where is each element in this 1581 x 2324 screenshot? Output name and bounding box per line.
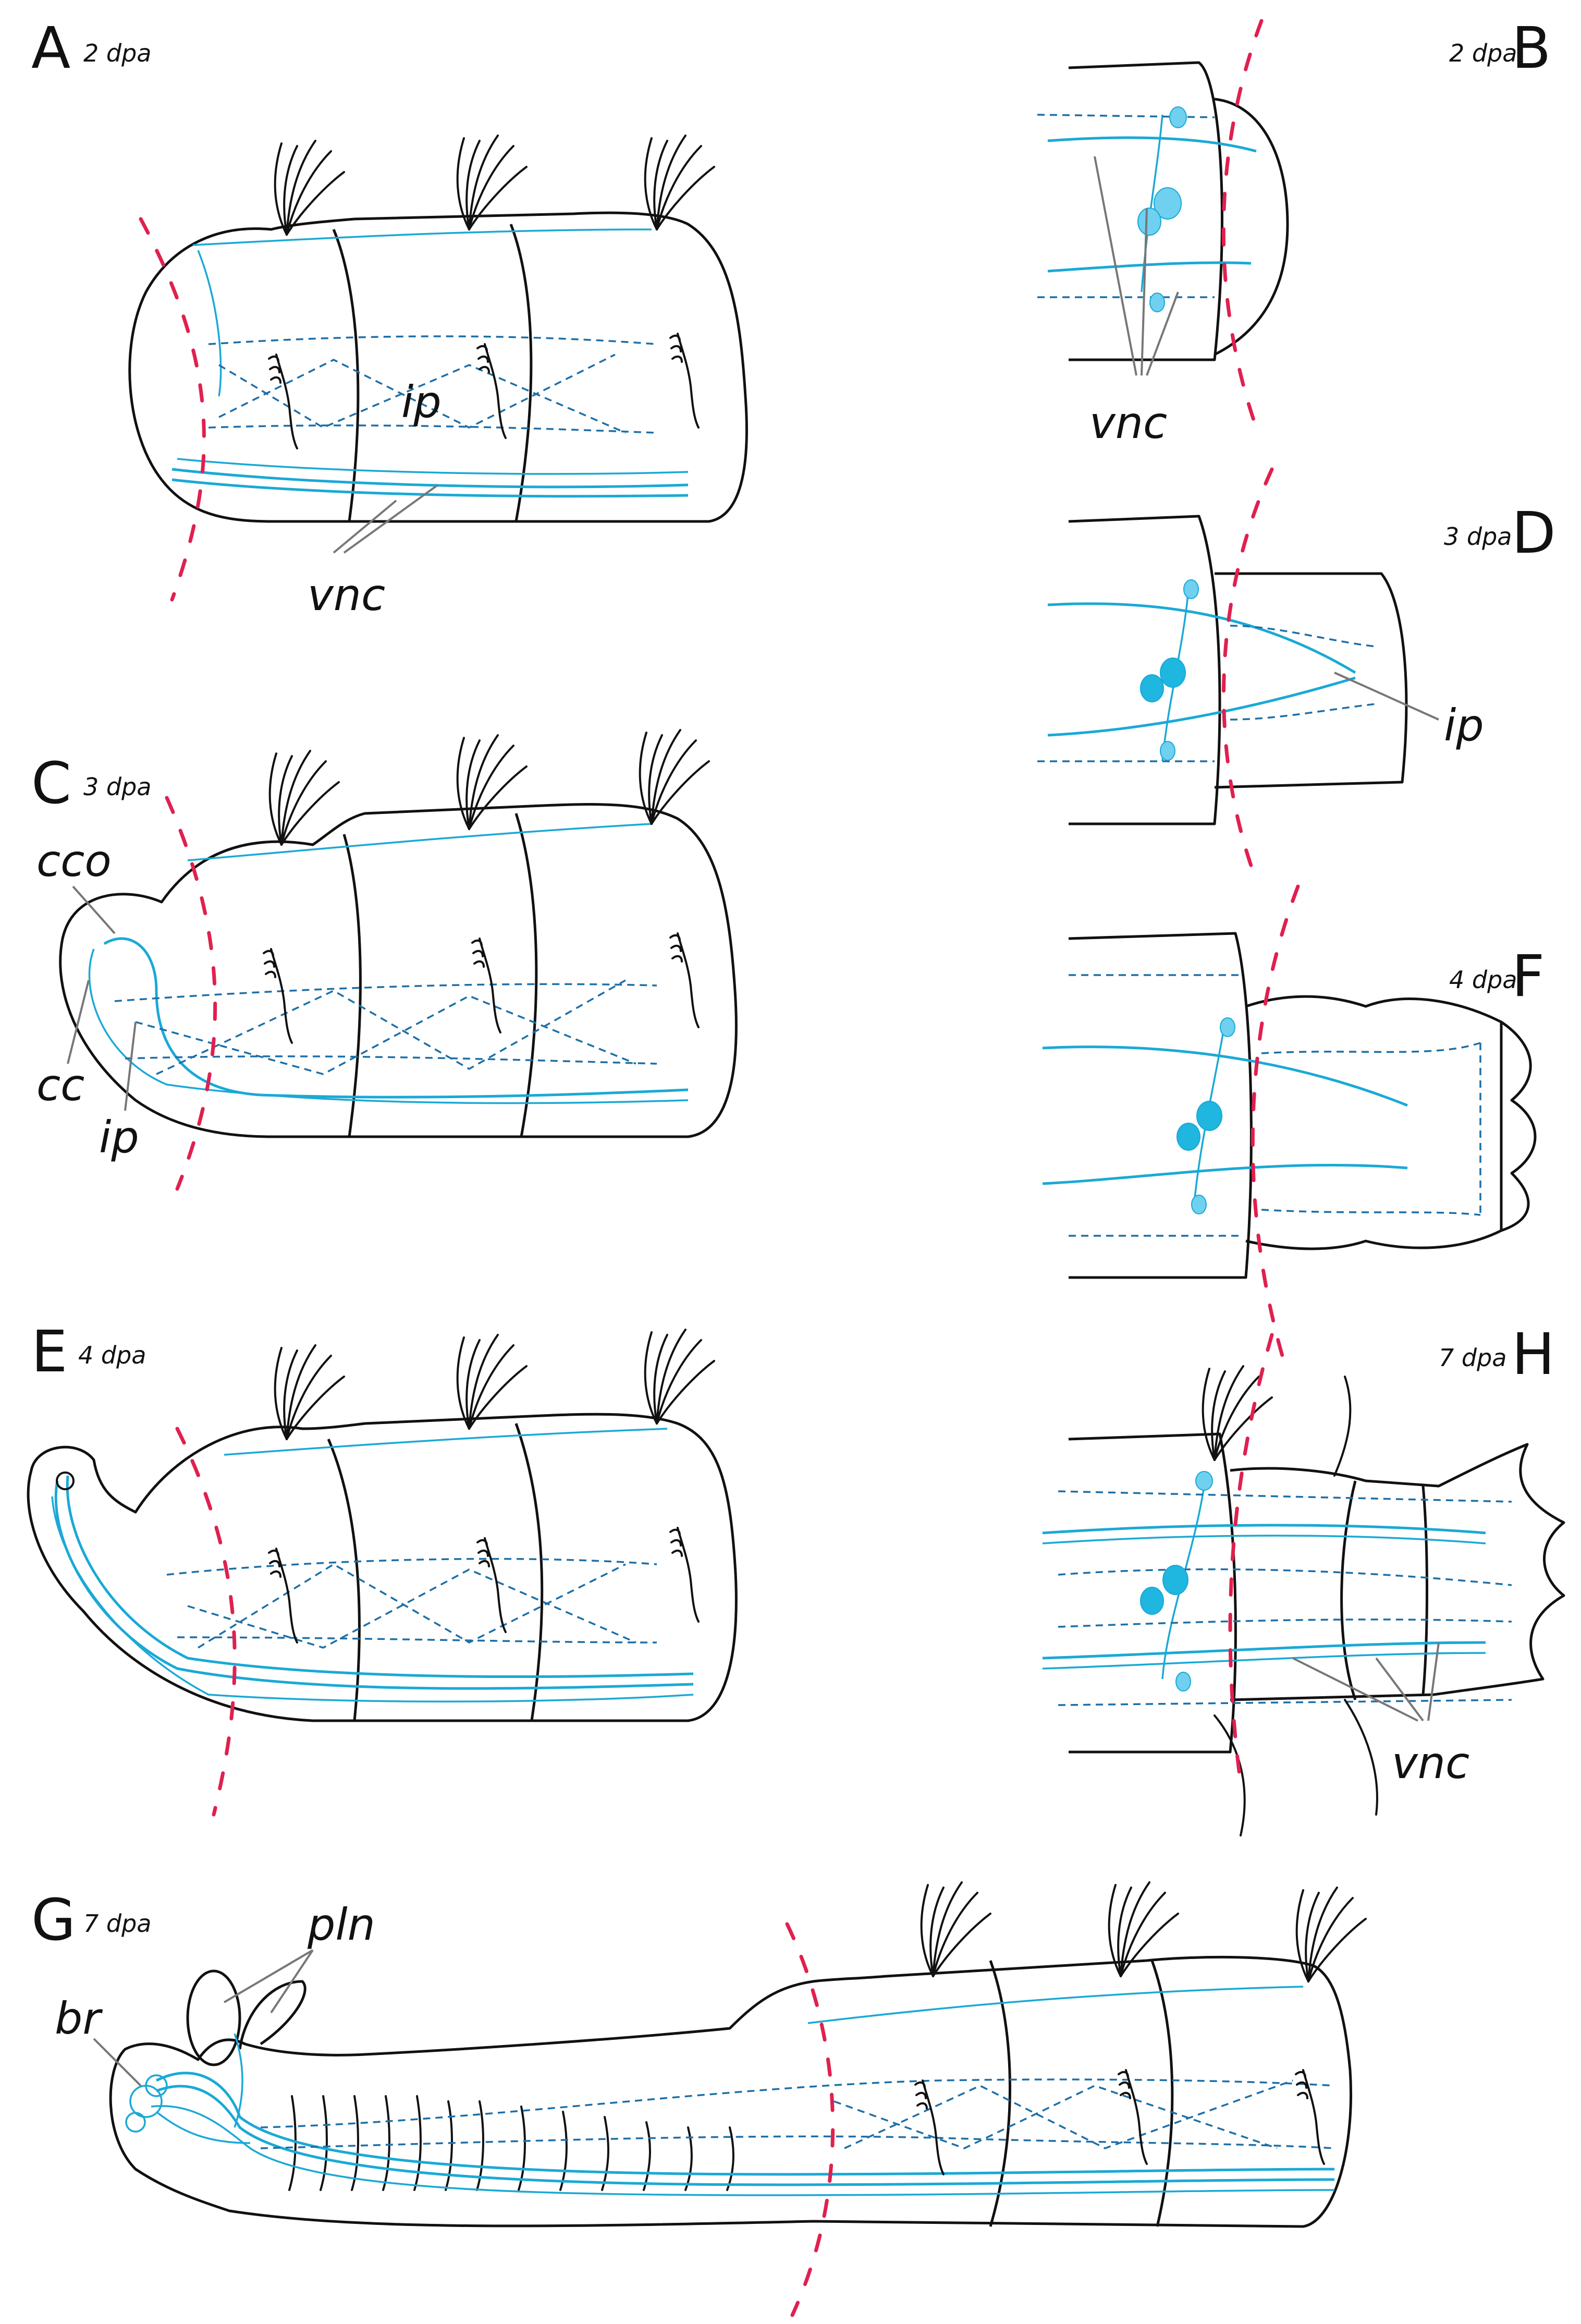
panel-d-letter: D [1512,500,1556,566]
panel-a-body [128,135,748,602]
panel-d: 3 dpa D ip [1037,467,1556,868]
panel-g: G 7 dpa [31,1881,1367,2317]
panel-e-letter: E [31,1318,68,1385]
panel-h: 7 dpa H vnc [1042,1321,1565,1836]
panel-c: C 3 dpa cco cc ip [31,729,738,1191]
panel-b-stage: 2 dpa [1449,39,1517,67]
panel-a-vnc-label: vnc [308,569,385,620]
panel-g-br-label: br [55,1993,103,2044]
panel-f-stage: 4 dpa [1449,966,1517,994]
panel-b-body [1037,19,1289,430]
panel-b: 2 dpa B vnc [1037,15,1551,448]
panel-h-body [1042,1333,1565,1836]
panel-b-letter: B [1512,15,1551,81]
panel-e: E 4 dpa [27,1318,738,1817]
panel-b-vnc-label: vnc [1089,397,1167,448]
panel-a-stage: 2 dpa [83,39,151,67]
panel-g-body [109,1881,1367,2317]
panel-a: A 2 dpa ip vnc [31,15,748,620]
panel-c-letter: C [31,750,71,817]
panel-g-letter: G [31,1887,76,1953]
panel-a-ip-label: ip [401,376,442,428]
panel-c-body [59,729,738,1191]
panel-g-pln-label: pln [307,1899,375,1950]
panel-c-stage: 3 dpa [83,773,151,801]
panel-f-letter: F [1512,943,1545,1009]
panel-d-stage: 3 dpa [1444,522,1512,551]
panel-d-ip-label: ip [1444,700,1484,751]
panel-h-vnc-label: vnc [1392,1737,1469,1788]
panel-c-cc-label: cc [36,1060,84,1111]
panel-e-body [27,1329,738,1817]
panel-c-cco-label: cco [36,835,112,886]
panel-a-letter: A [31,15,70,81]
panel-f-body [1042,884,1537,1358]
panel-h-letter: H [1512,1321,1555,1388]
panel-d-body [1037,467,1408,868]
panel-f: 4 dpa F [1042,884,1545,1358]
panel-e-stage: 4 dpa [78,1341,146,1369]
panel-c-ip-label: ip [99,1112,139,1163]
panel-h-stage: 7 dpa [1439,1344,1506,1372]
panel-g-stage: 7 dpa [83,1909,151,1938]
